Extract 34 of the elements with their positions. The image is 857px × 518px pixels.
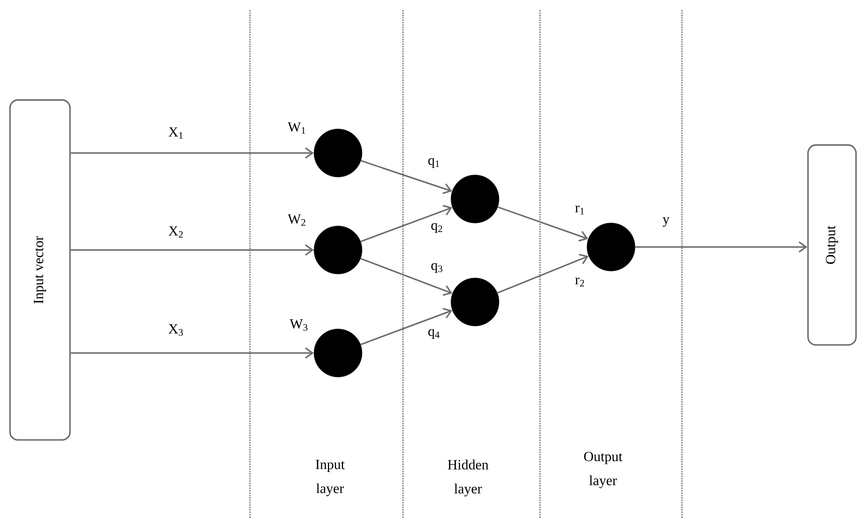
neuron-circle [450, 278, 500, 326]
edge-label: r$_{1}$ [574, 204, 586, 216]
edge-label: q$_{2}$ [430, 222, 444, 234]
layer-label: Hidden layer [448, 460, 488, 496]
terminal-box: Input vector [9, 99, 71, 441]
neuron-circle [586, 222, 636, 272]
layer-label: Input layer [316, 460, 345, 496]
arrow [70, 347, 314, 359]
neuron-circle [450, 174, 500, 224]
edge-label: X$_{2}$ [167, 225, 185, 239]
arrow [360, 308, 452, 346]
edge-label: X$_{3}$ [167, 323, 185, 337]
neuron-circle [314, 128, 362, 178]
arrow [498, 206, 588, 242]
arrow [70, 244, 314, 256]
arrow [360, 258, 452, 296]
edge-label: q$_{1}$ [426, 157, 442, 169]
arrow [497, 254, 589, 294]
terminal-box: Output [807, 144, 857, 346]
weight-label: W$_{2}$ [288, 214, 306, 226]
edge-label: q$_{4}$ [426, 328, 442, 340]
weight-label: W$_{3}$ [290, 319, 308, 331]
neuron-circle [314, 226, 362, 274]
layer-label: Output layer [584, 452, 622, 488]
arrow [360, 204, 452, 242]
edge-label: y [662, 216, 670, 228]
arrow [360, 160, 452, 194]
neuron-circle [314, 328, 362, 378]
arrow [635, 241, 808, 253]
edge-label: r$_{2}$ [574, 276, 586, 288]
edge-label: X$_{1}$ [167, 126, 185, 140]
edge-label: q$_{3}$ [430, 262, 444, 274]
arrow [70, 147, 314, 159]
weight-label: W$_{1}$ [288, 122, 306, 134]
